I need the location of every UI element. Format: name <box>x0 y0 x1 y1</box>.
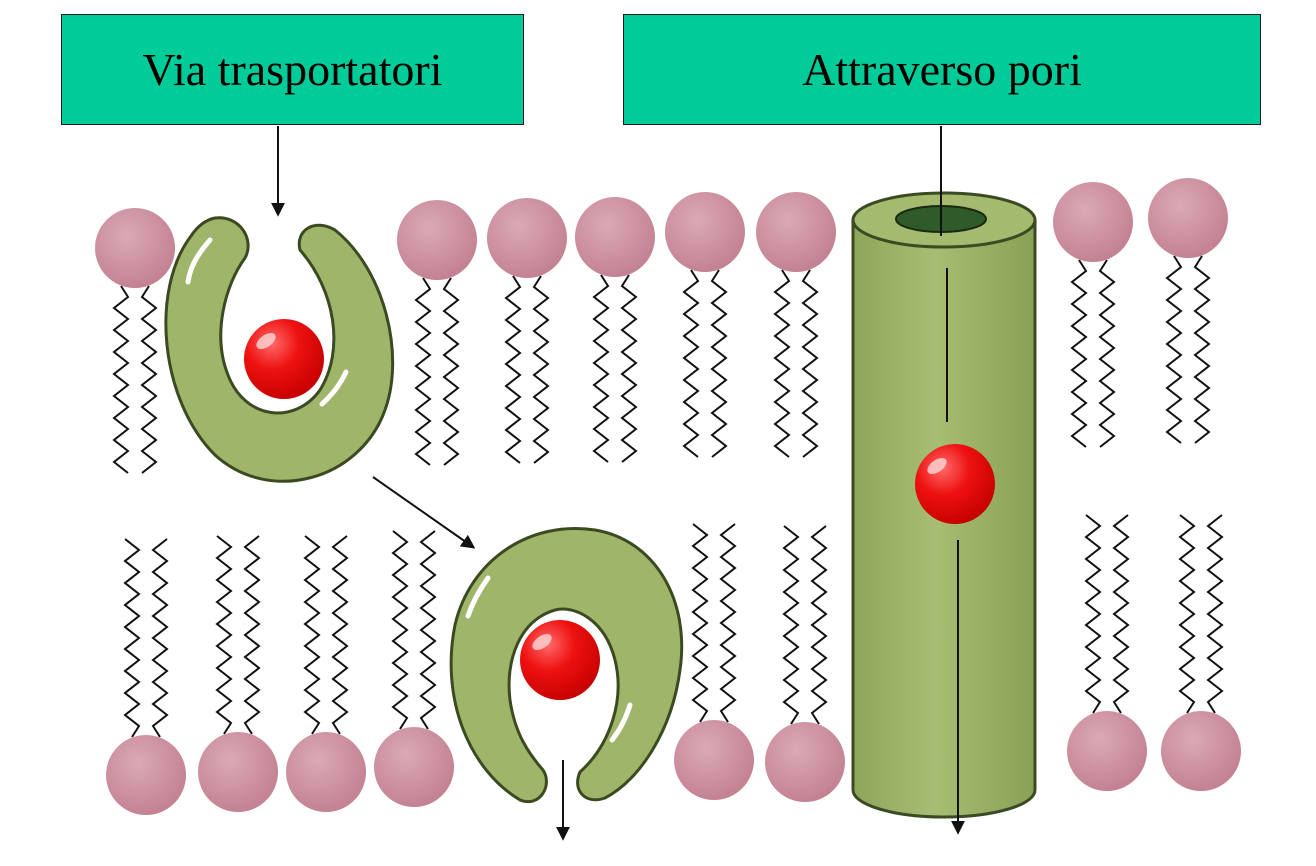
lipid-tail <box>620 274 638 463</box>
carrier-protein-icon <box>164 216 395 483</box>
lipid-head <box>1053 182 1133 262</box>
lipid-tail <box>1206 514 1224 714</box>
lipid-tail <box>123 538 141 738</box>
phospholipid-icon <box>374 727 454 807</box>
solute-molecule-icon <box>520 620 600 700</box>
lipid-tail <box>1098 259 1116 448</box>
lipid-tail <box>532 275 550 464</box>
lipid-tail <box>215 535 233 735</box>
lipid-tail <box>504 275 522 464</box>
lipid-tail <box>1112 514 1130 714</box>
lipid-head <box>286 732 366 812</box>
phospholipid-icon <box>674 720 754 800</box>
lipid-tail <box>801 269 819 458</box>
lipid-tail <box>710 269 728 458</box>
solute-molecule-icon <box>915 444 995 524</box>
lipid-tail <box>719 523 737 723</box>
phospholipid-icon <box>1067 711 1147 791</box>
lipid-tail <box>1070 259 1088 448</box>
lipid-tail <box>782 525 800 725</box>
lipid-head <box>765 722 845 802</box>
lipid-tail <box>419 530 437 730</box>
lipid-tail <box>682 269 700 458</box>
lipid-tail <box>1178 514 1196 714</box>
lipid-head <box>575 197 655 277</box>
lipid-head <box>487 198 567 278</box>
lipid-tails <box>112 255 1224 738</box>
phospholipid-icon <box>665 192 745 272</box>
phospholipid-icon <box>1053 182 1133 262</box>
phospholipid-icon <box>1148 178 1228 258</box>
lipid-tail <box>1165 255 1183 444</box>
lipid-tail <box>331 535 349 735</box>
carrier-transport-label: Via trasportatori <box>61 14 524 125</box>
lipid-tail <box>1193 255 1211 444</box>
phospholipid-icon <box>1161 711 1241 791</box>
lipid-tail <box>691 523 709 723</box>
lipid-head <box>95 208 175 288</box>
lipid-tail <box>810 525 828 725</box>
solute-molecule-icon <box>244 319 324 399</box>
lipid-head <box>106 735 186 815</box>
lipid-tail <box>442 277 460 466</box>
phospholipid-icon <box>487 198 567 278</box>
arrow-down-icon <box>271 126 965 841</box>
lipid-tail <box>1084 514 1102 714</box>
lipid-head <box>374 727 454 807</box>
phospholipid-icon <box>575 197 655 277</box>
lipid-heads <box>95 178 1241 815</box>
lipid-head <box>1067 711 1147 791</box>
carrier-protein-icon <box>449 527 684 804</box>
lipid-head <box>1148 178 1228 258</box>
lipid-tail <box>112 285 130 474</box>
phospholipid-icon <box>397 200 477 280</box>
lipid-tail <box>303 535 321 735</box>
lipid-head <box>756 192 836 272</box>
lipid-tail <box>391 530 409 730</box>
carrier-protein-lower <box>449 527 684 804</box>
lipid-tail <box>773 269 791 458</box>
lipid-head <box>674 720 754 800</box>
phospholipid-icon <box>756 192 836 272</box>
lipid-head <box>397 200 477 280</box>
phospholipid-icon <box>198 732 278 812</box>
lipid-head <box>1161 711 1241 791</box>
lipid-tail <box>243 535 261 735</box>
lipid-tail <box>151 538 169 738</box>
lipid-tail <box>140 285 158 474</box>
phospholipid-icon <box>765 722 845 802</box>
phospholipid-icon <box>95 208 175 288</box>
lipid-tail <box>592 274 610 463</box>
carrier-protein-upper <box>164 216 395 483</box>
lipid-head <box>665 192 745 272</box>
phospholipid-icon <box>106 735 186 815</box>
lipid-head <box>198 732 278 812</box>
lipid-tail <box>414 277 432 466</box>
pore-transport-label: Attraverso pori <box>623 14 1261 125</box>
phospholipid-icon <box>286 732 366 812</box>
